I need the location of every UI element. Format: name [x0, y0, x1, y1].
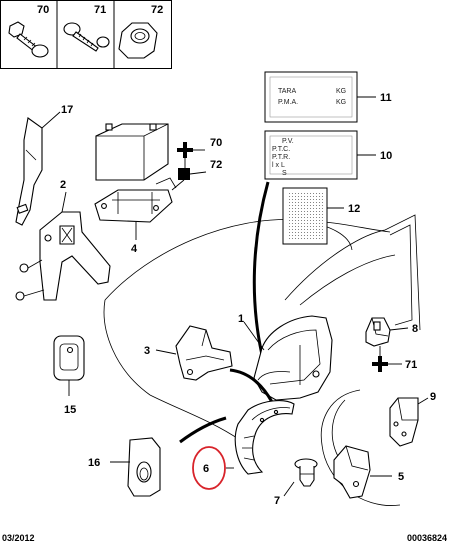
- label-11-tara-plate: TARA KG P.M.A. KG: [264, 71, 358, 123]
- screw-icon: [63, 22, 110, 52]
- label-11-line1-right: KG: [336, 88, 346, 95]
- highlight-ring-part-6: [192, 446, 226, 490]
- label-10-row-5: S: [282, 170, 287, 177]
- callout-71: 71: [405, 359, 417, 371]
- callout-9: 9: [430, 391, 436, 403]
- marker-72-square-icon: [178, 168, 190, 180]
- callout-17: 17: [61, 104, 73, 116]
- bolt-with-washer-icon: [8, 21, 49, 58]
- header-parts-table: 70 71 72: [0, 0, 172, 69]
- marker-70-plus-icon: [177, 142, 193, 158]
- wing-contour-line: [252, 181, 270, 356]
- hex-nut-icon: [118, 22, 158, 59]
- callout-numbers: 17 2 15 4 70 72 11 10 12 1 3 8 71 9 16 6…: [60, 92, 436, 507]
- part-4-battery-tray: [94, 123, 177, 223]
- callout-16: 16: [88, 457, 100, 469]
- callout-3: 3: [144, 345, 150, 357]
- callout-8: 8: [412, 323, 418, 335]
- part-16-socket: [127, 437, 161, 497]
- callout-7: 7: [274, 495, 280, 507]
- footer-date: 03/2012: [2, 533, 35, 543]
- label-11-line2-left: P.M.A.: [278, 99, 298, 106]
- label-10-row-1: P.V.: [282, 138, 294, 145]
- callout-4: 4: [131, 243, 138, 255]
- callout-6: 6: [203, 463, 209, 475]
- label-10-row-3: P.T.R.: [272, 154, 290, 161]
- callout-1: 1: [238, 313, 244, 325]
- part-15-cover: [53, 335, 85, 381]
- label-11-line1-left: TARA: [278, 88, 296, 95]
- part-8-clip: [365, 317, 391, 347]
- part-5-bracket: [333, 445, 371, 499]
- callout-2: 2: [60, 179, 66, 191]
- header-ref-71: 71: [94, 4, 106, 16]
- callout-10: 10: [380, 150, 392, 162]
- line-6-to-wheel: [179, 416, 227, 444]
- label-10-weight-plate: P.V. P.T.C. P.T.R. l x L S: [264, 130, 358, 180]
- part-17-bracket: [15, 117, 43, 226]
- callout-11: 11: [380, 92, 392, 104]
- part-1-wing-panel: [253, 315, 333, 401]
- marker-71-plus-icon: [372, 356, 388, 372]
- body-outline: [103, 214, 421, 506]
- part-2-support: [15, 211, 111, 301]
- part-3-bracket: [175, 325, 233, 381]
- label-11-line2-right: KG: [336, 99, 346, 106]
- callout-72: 72: [210, 159, 222, 171]
- label-10-row-2: P.T.C.: [272, 146, 290, 153]
- callout-15: 15: [64, 404, 76, 416]
- footer-code: 00036824: [407, 533, 447, 543]
- part-12-plate: [282, 187, 328, 245]
- header-ref-70: 70: [37, 4, 49, 16]
- line-3-to-1: [229, 368, 274, 403]
- part-7-clip: [294, 458, 318, 487]
- part-9-bracket: [389, 397, 419, 447]
- part-6-arch-liner: [234, 400, 295, 475]
- callout-5: 5: [398, 471, 404, 483]
- callout-70: 70: [210, 137, 222, 149]
- label-10-row-4: l x L: [272, 162, 285, 169]
- header-ref-72: 72: [151, 4, 163, 16]
- callout-12: 12: [348, 203, 360, 215]
